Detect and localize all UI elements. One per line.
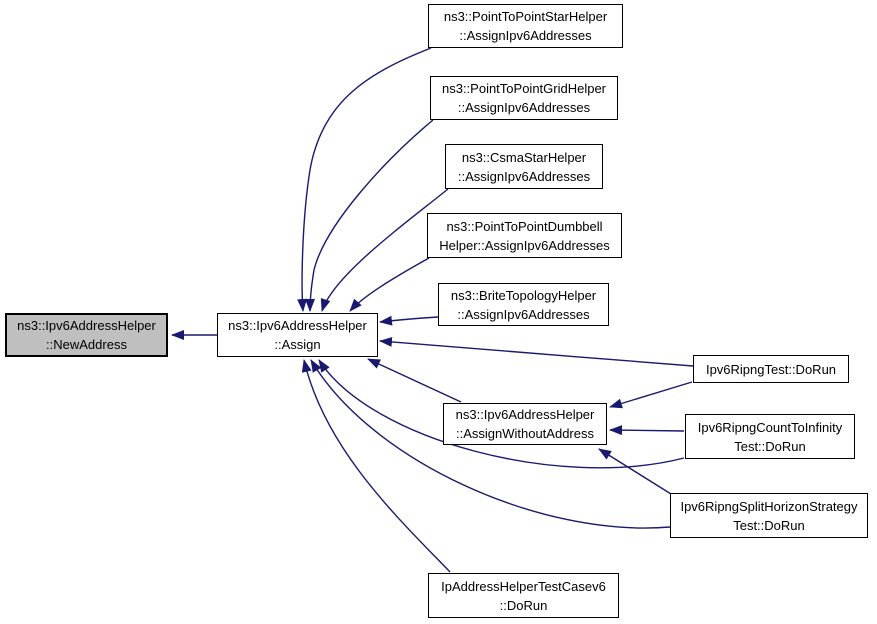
edge-p2pstar-to-assign — [297, 47, 432, 312]
edge-counttoinfinity-to-assign — [318, 359, 685, 469]
node-brite-topology-helper[interactable]: ns3::BriteTopologyHelper ::AssignIpv6Add… — [438, 283, 609, 326]
edge-p2pdumbbell-to-assign — [349, 257, 430, 312]
node-point-to-point-dumbbell-helper[interactable]: ns3::PointToPointDumbbell Helper::Assign… — [427, 213, 622, 258]
node-assign[interactable]: ns3::Ipv6AddressHelper ::Assign — [217, 313, 378, 357]
node-ipv6-ripng-split-horizon-strategy-test-dorun[interactable]: Ipv6RipngSplitHorizonStrategy Test::DoRu… — [670, 493, 868, 538]
edge-assignwithoutaddress-to-assign — [367, 358, 462, 403]
edge-ripngtest-to-assign — [379, 336, 694, 367]
node-ipv6-ripng-count-to-infinity-test-dorun[interactable]: Ipv6RipngCountToInfinity Test::DoRun — [685, 414, 855, 459]
edge-counttoinfinity-to-assignwithoutaddress — [609, 425, 685, 436]
edge-csmastar-to-assign — [320, 188, 449, 312]
node-assign-without-address[interactable]: ns3::Ipv6AddressHelper ::AssignWithoutAd… — [443, 403, 607, 445]
edge-brite-to-assign — [379, 315, 439, 326]
edge-splithorizon-to-assignwithoutaddress — [598, 448, 672, 495]
edge-ipaddresstest-to-assign — [301, 359, 451, 573]
node-point-to-point-grid-helper[interactable]: ns3::PointToPointGridHelper ::AssignIpv6… — [430, 76, 618, 120]
node-point-to-point-star-helper[interactable]: ns3::PointToPointStarHelper ::AssignIpv6… — [428, 4, 623, 48]
node-ipv6-ripng-test-dorun[interactable]: Ipv6RipngTest::DoRun — [693, 355, 849, 383]
edge-ripngtest-to-assignwithoutaddress — [609, 381, 693, 409]
edge-splithorizon-to-assign — [310, 359, 671, 529]
node-ip-address-helper-test-casev6-dorun[interactable]: IpAddressHelperTestCasev6 ::DoRun — [428, 573, 619, 618]
edge-p2pgrid-to-assign — [305, 119, 434, 312]
node-csma-star-helper[interactable]: ns3::CsmaStarHelper ::AssignIpv6Addresse… — [445, 144, 603, 189]
node-new-address: ns3::Ipv6AddressHelper ::NewAddress — [5, 313, 168, 357]
